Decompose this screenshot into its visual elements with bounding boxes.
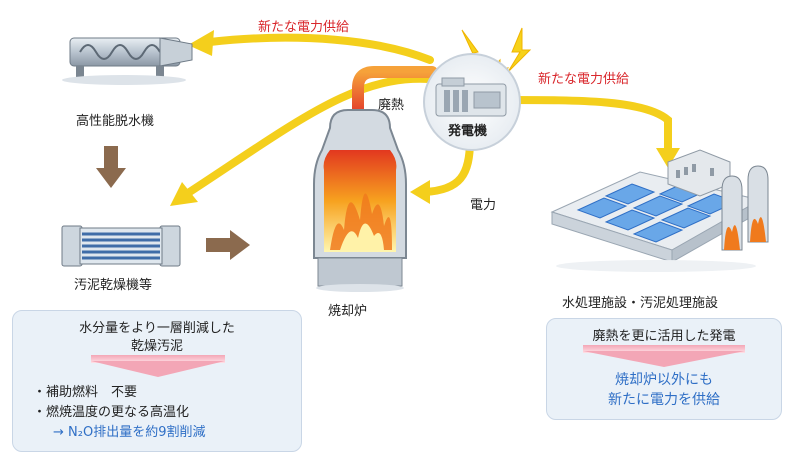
arrowhead-facility xyxy=(656,148,680,168)
generator-icon xyxy=(423,53,521,151)
new-supply-label-right: 新たな電力供給 xyxy=(538,72,630,87)
lightning-icon xyxy=(507,27,532,73)
waste-heat-label: 廃熱 xyxy=(378,98,405,113)
arrow-to-dryer xyxy=(181,74,444,199)
generator-label: 発電機 xyxy=(448,124,488,139)
sludge-dryer-icon xyxy=(61,225,181,267)
arrowhead-dryer xyxy=(170,182,198,206)
arrow-to-dewatering xyxy=(206,33,434,64)
left-info-box: 水分量をより一層削減した 乾燥汚泥 ・補助燃料 不要 ・燃焼温度の更なる高温化 … xyxy=(12,310,302,452)
facility-icon xyxy=(550,149,769,272)
right-info-box: 廃熱を更に活用した発電 焼却炉以外にも 新たに電力を供給 xyxy=(546,318,782,420)
waste-heat-pipe xyxy=(352,66,438,124)
left-box-down-arrow xyxy=(91,361,225,377)
left-box-title-line1: 水分量をより一層削減した xyxy=(79,321,235,336)
dewatering-machine-icon xyxy=(62,37,193,85)
incinerator-icon xyxy=(313,109,407,292)
incinerator-label: 焼却炉 xyxy=(328,304,368,319)
new-supply-label-top: 新たな電力供給 xyxy=(258,20,350,35)
left-box-band xyxy=(91,355,225,363)
dewatering-label: 高性能脱水機 xyxy=(76,114,155,129)
right-box-title: 廃熱を更に活用した発電 xyxy=(592,329,736,344)
left-box-title-line2: 乾燥汚泥 xyxy=(130,339,183,354)
arrow-to-facility xyxy=(501,96,672,154)
left-box-bullet-3: → N₂O排出量を約9割削減 xyxy=(53,425,206,440)
arrowhead-dewatering xyxy=(188,30,214,56)
process-arrow-right xyxy=(206,230,250,260)
dryer-label: 汚泥乾燥機等 xyxy=(74,278,153,293)
arrowheads xyxy=(170,30,680,206)
process-arrow-down xyxy=(96,146,126,188)
arrowhead-incinerator xyxy=(410,180,430,204)
facility-label: 水処理施設・汚泥処理施設 xyxy=(562,296,719,311)
right-box-result-line1: 焼却炉以外にも xyxy=(615,372,713,388)
left-box-bullet-1: ・補助燃料 不要 xyxy=(33,385,138,400)
right-box-down-arrow xyxy=(583,351,745,367)
right-box-result-line2: 新たに電力を供給 xyxy=(608,392,720,408)
power-label: 電力 xyxy=(470,198,497,213)
left-box-bullet-2: ・燃焼温度の更なる高温化 xyxy=(33,405,190,420)
right-box-band xyxy=(583,345,745,353)
